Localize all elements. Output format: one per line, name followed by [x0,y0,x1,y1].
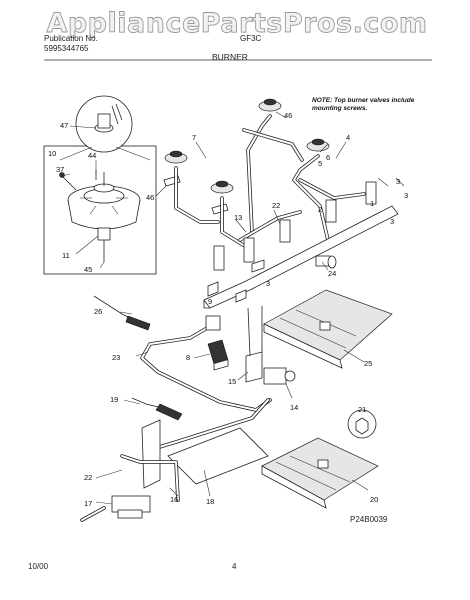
callout-22b: 22 [84,473,92,482]
oven-igniter-assembly [80,397,377,522]
callout-37: 37 [56,165,64,174]
callout-numbers: 47 10 44 37 46 11 45 7 46 13 22 6 4 5 3 … [48,111,408,508]
top-burners [163,98,330,215]
leader-lines [61,111,405,505]
callout-18: 18 [206,497,214,506]
callout-44: 44 [88,151,96,160]
mounting-note: NOTE: Top burner valves include mounting… [312,97,415,112]
callout-3a: 3 [396,177,400,186]
callout-1: 1 [370,199,374,208]
callout-46b: 46 [284,111,292,120]
callout-45: 45 [84,265,92,274]
callout-11: 11 [62,251,70,260]
callout-3c: 3 [390,217,394,226]
callout-23: 23 [112,353,120,362]
burner-detail-inset [43,95,157,275]
callout-24: 24 [328,269,336,278]
callout-13: 13 [234,213,242,222]
callout-2: 2 [318,205,322,214]
publication-label: Publication No. [44,34,98,43]
model-number: GF3C [240,34,262,43]
callout-26: 26 [94,307,102,316]
callout-14: 14 [290,403,298,412]
callout-3b: 3 [404,191,408,200]
callout-22a: 22 [272,201,280,210]
callout-20: 20 [370,495,378,504]
oven-burner-trays [261,289,393,509]
callout-21: 21 [358,405,366,414]
callout-7: 7 [192,133,196,142]
section-title: BURNER [212,52,248,62]
callout-16: 16 [170,495,178,504]
gas-manifold [203,181,399,309]
callout-8: 8 [186,353,190,362]
ignition-parts [93,295,296,412]
callout-15: 15 [228,377,236,386]
callout-6: 6 [326,153,330,162]
revision-date: 10/00 [28,562,49,571]
diagram-code: P24B0039 [350,515,388,524]
callout-25: 25 [364,359,372,368]
callout-9: 9 [208,297,212,306]
callout-19: 19 [110,395,118,404]
callout-5: 5 [318,159,322,168]
callout-4: 4 [346,133,350,142]
publication-number: 5995344765 [44,44,89,53]
callout-3d: 3 [266,279,270,288]
callout-17: 17 [84,499,92,508]
watermark: AppliancePartsPros.com [46,8,428,40]
page-number: 4 [232,562,237,571]
callout-10: 10 [48,149,56,158]
gas-tubing [174,114,366,250]
callout-46a: 46 [146,193,154,202]
callout-47: 47 [60,121,68,130]
